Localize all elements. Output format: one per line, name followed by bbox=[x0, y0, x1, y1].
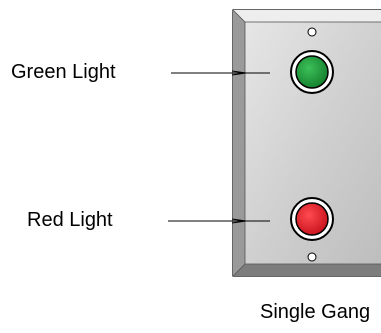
red-light-leader-line bbox=[168, 218, 270, 224]
red-light-label: Red Light bbox=[27, 209, 113, 231]
top-screw-hole bbox=[307, 27, 317, 37]
red-indicator-light bbox=[290, 197, 334, 241]
green-indicator-light bbox=[290, 50, 334, 94]
green-light-leader-line bbox=[171, 70, 270, 76]
plate-caption: Single Gang bbox=[260, 301, 371, 323]
bottom-screw-hole bbox=[307, 252, 317, 262]
green-light-label: Green Light bbox=[11, 61, 116, 83]
